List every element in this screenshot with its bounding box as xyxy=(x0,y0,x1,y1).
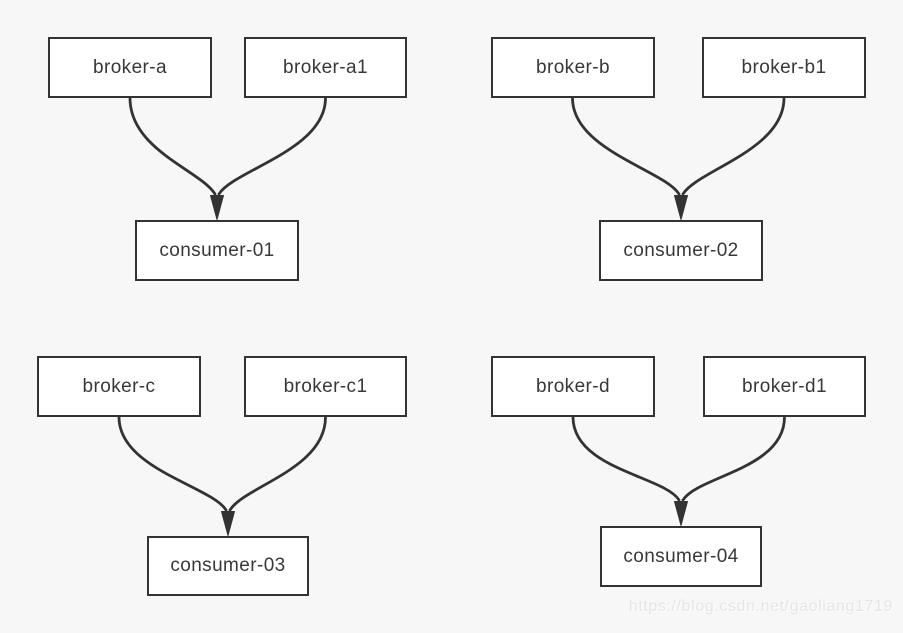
node-broker-a: broker-a xyxy=(48,37,212,98)
node-label: broker-d1 xyxy=(742,375,827,397)
node-label: consumer-01 xyxy=(159,239,275,261)
node-broker-b: broker-b xyxy=(491,37,655,98)
node-consumer-04: consumer-04 xyxy=(600,526,762,587)
node-label: consumer-03 xyxy=(170,555,286,576)
node-label: broker-d xyxy=(536,375,610,397)
node-consumer-01: consumer-01 xyxy=(135,220,299,281)
node-label: broker-b1 xyxy=(741,56,827,78)
edge-broker-d-to-consumer-04 xyxy=(571,415,681,502)
arrowhead-consumer-03 xyxy=(221,511,235,536)
edge-broker-c1-to-consumer-03 xyxy=(228,415,327,512)
node-broker-b1: broker-b1 xyxy=(702,37,866,98)
node-label: consumer-02 xyxy=(623,239,739,261)
edge-broker-b1-to-consumer-02 xyxy=(681,96,786,196)
node-consumer-03: consumer-03 xyxy=(147,536,309,596)
node-broker-c: broker-c xyxy=(37,356,201,417)
edge-broker-b-to-consumer-02 xyxy=(571,96,681,196)
node-label: broker-a1 xyxy=(283,56,368,78)
node-consumer-02: consumer-02 xyxy=(599,220,763,281)
arrowhead-consumer-02 xyxy=(674,195,688,220)
node-label: broker-c xyxy=(82,375,156,397)
node-label: broker-c1 xyxy=(283,375,368,397)
node-broker-a1: broker-a1 xyxy=(244,37,407,98)
arrowhead-consumer-01 xyxy=(210,195,224,220)
node-broker-d1: broker-d1 xyxy=(703,356,866,417)
node-broker-c1: broker-c1 xyxy=(244,356,407,417)
edge-broker-a1-to-consumer-01 xyxy=(217,96,327,196)
edge-broker-d1-to-consumer-04 xyxy=(681,415,786,502)
edge-broker-c-to-consumer-03 xyxy=(117,415,228,512)
node-broker-d: broker-d xyxy=(491,356,655,417)
node-label: broker-b xyxy=(536,56,610,78)
watermark-url: https://blog.csdn.net/gaoliang1719 xyxy=(628,598,893,615)
node-label: broker-a xyxy=(93,56,167,78)
arrowhead-consumer-04 xyxy=(674,501,688,526)
node-label: consumer-04 xyxy=(623,545,739,567)
edge-broker-a-to-consumer-01 xyxy=(128,96,217,196)
